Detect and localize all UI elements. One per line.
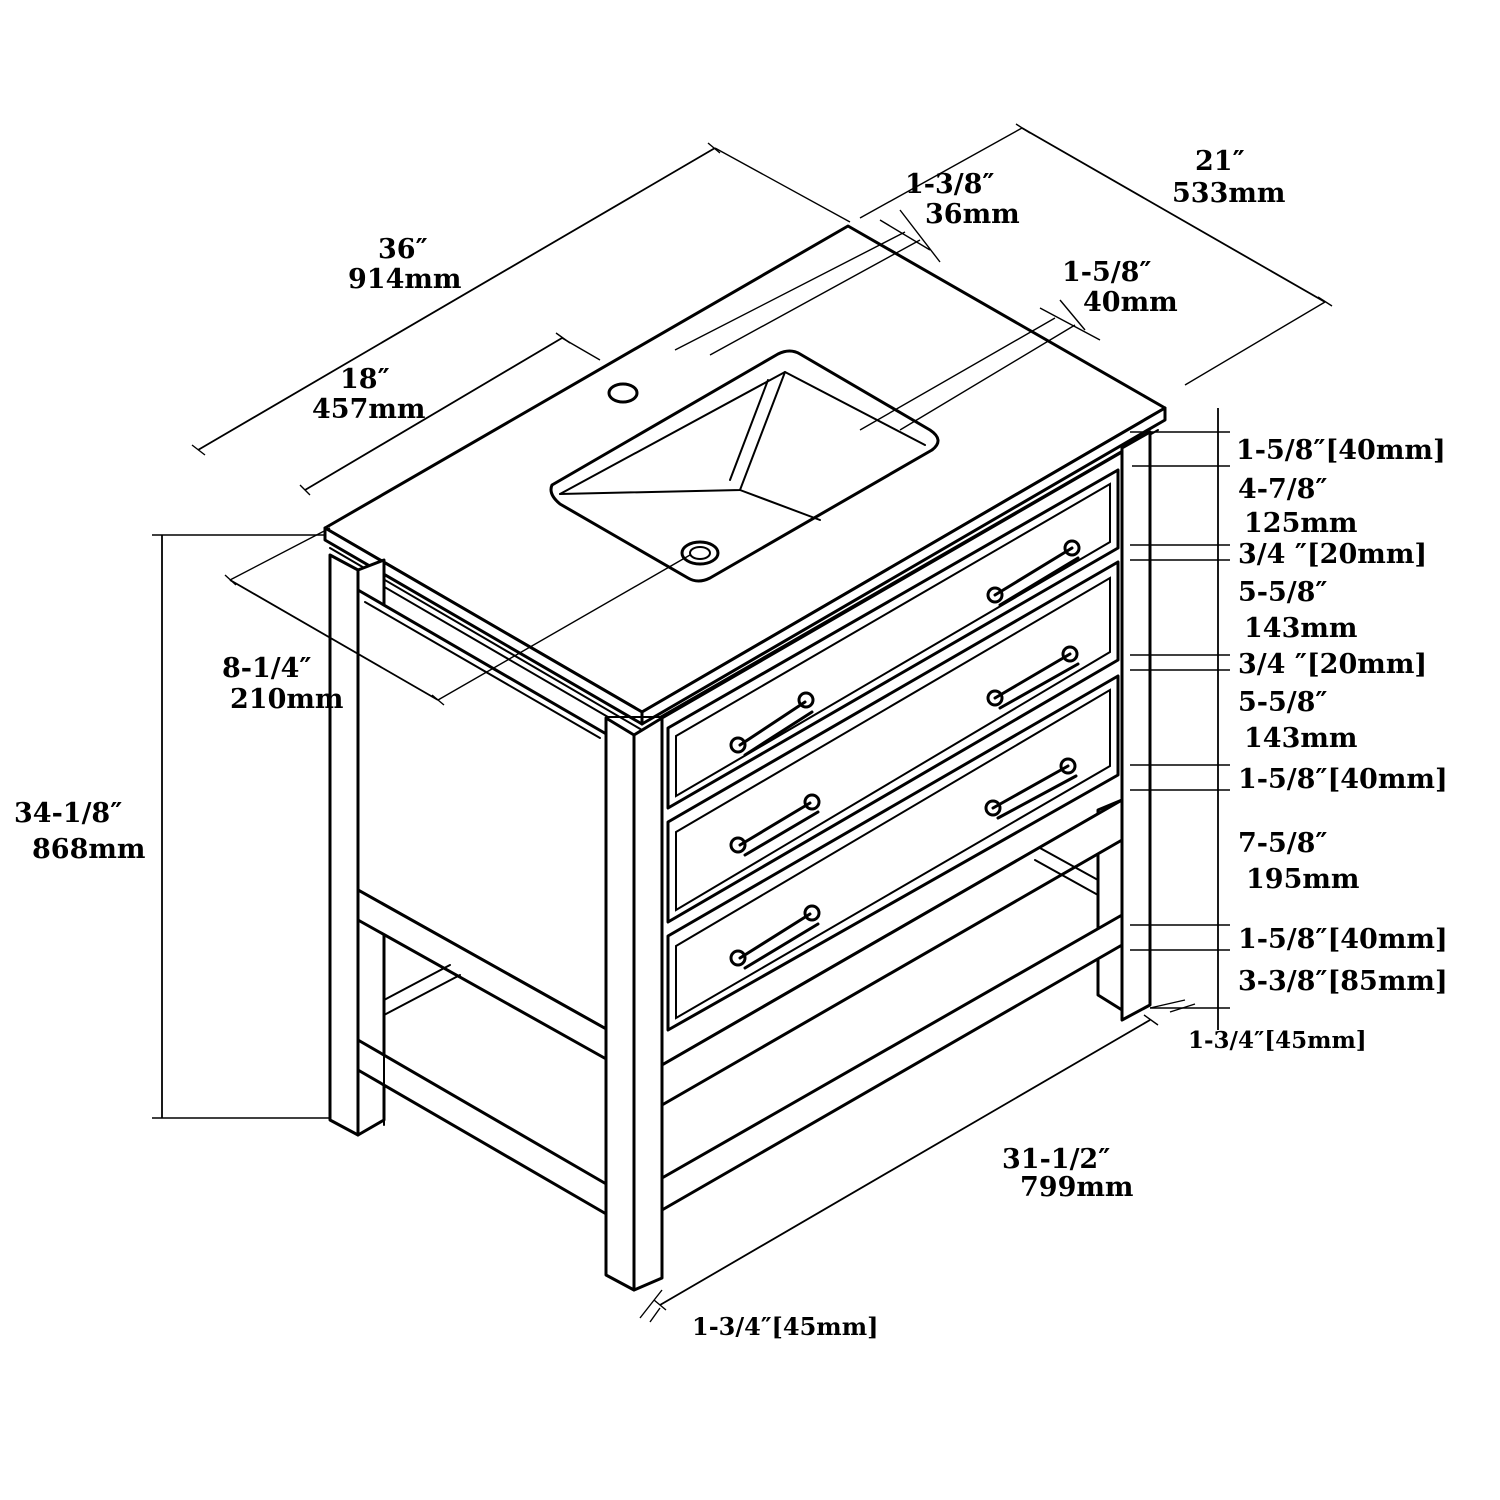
label-faucet-center-in: 18″ (340, 364, 390, 395)
drawer-1-handle[interactable] (986, 539, 1081, 607)
label-depth-mm: 533mm (1172, 178, 1286, 209)
drawers (666, 468, 1120, 1032)
label-edge-mm: 40mm (1083, 287, 1178, 318)
label-drawer2-mm: 143mm (1244, 613, 1358, 644)
label-inner-width-mm: 799mm (1020, 1172, 1134, 1203)
dimension-labels: 36″ 914mm 1-3/8″ 36mm 21″ 533mm 1-5/8″ 4… (14, 146, 1448, 1341)
drawer-handles (729, 539, 1081, 970)
drawer-2-handle-left[interactable] (729, 793, 821, 857)
label-foot: 3-3/8″[85mm] (1238, 966, 1448, 997)
drawer-3[interactable] (666, 674, 1120, 1032)
front-left-leg (604, 716, 636, 1292)
drawer-2[interactable] (666, 560, 1120, 924)
faucet-hole (607, 382, 639, 404)
label-inner-width-in: 31-1/2″ (1002, 1144, 1110, 1175)
label-drawer1-mm: 125mm (1244, 508, 1358, 539)
label-drain-offset-mm: 210mm (230, 684, 344, 715)
label-faucet-offset-mm: 36mm (925, 199, 1020, 230)
drawer-3-handle-left[interactable] (729, 904, 821, 970)
label-drawer3-mm: 143mm (1244, 723, 1358, 754)
label-rail3: 1-5/8″[40mm] (1238, 764, 1448, 795)
drawer-2-handle-right[interactable] (986, 645, 1080, 710)
dimension-lines (152, 123, 1333, 1323)
label-rail2: 3/4 ″[20mm] (1238, 649, 1427, 680)
drain-hole (680, 540, 720, 566)
label-width-in: 36″ (378, 234, 428, 265)
label-drawer1-in: 4-7/8″ (1238, 474, 1328, 505)
label-depth-in: 21″ (1195, 146, 1245, 177)
label-height-in: 34-1/8″ (14, 798, 122, 829)
label-height-mm: 868mm (32, 834, 146, 865)
drawer-3-handle-right[interactable] (984, 757, 1078, 820)
label-drain-offset-in: 8-1/4″ (222, 653, 312, 684)
label-width-mm: 914mm (348, 264, 462, 295)
label-open-in: 7-5/8″ (1238, 828, 1328, 859)
drawer-1-handle-left[interactable] (729, 691, 815, 757)
label-open-mm: 195mm (1246, 864, 1360, 895)
label-faucet-center-mm: 457mm (312, 394, 426, 425)
label-drawer2-in: 5-5/8″ (1238, 577, 1328, 608)
drawer-1[interactable] (666, 468, 1120, 810)
countertop (323, 224, 1167, 731)
label-shelf: 1-5/8″[40mm] (1238, 924, 1448, 955)
left-leg (328, 553, 360, 1137)
front-right-leg (1120, 430, 1152, 1022)
label-top-thickness: 1-5/8″[40mm] (1236, 435, 1446, 466)
label-leg-side: 1-3/4″[45mm] (1188, 1027, 1367, 1054)
countertop-right-edge (640, 406, 1167, 726)
label-rail1: 3/4 ″[20mm] (1238, 539, 1427, 570)
label-drawer3-in: 5-5/8″ (1238, 687, 1328, 718)
sink-outline (549, 349, 940, 583)
label-edge-in: 1-5/8″ (1062, 257, 1152, 288)
label-leg-front: 1-3/4″[45mm] (692, 1312, 878, 1341)
label-faucet-offset-in: 1-3/8″ (905, 169, 995, 200)
bottom-shelf (660, 913, 1124, 1212)
